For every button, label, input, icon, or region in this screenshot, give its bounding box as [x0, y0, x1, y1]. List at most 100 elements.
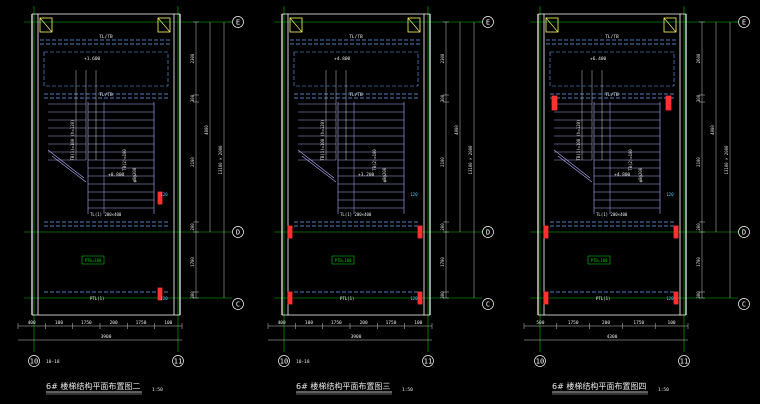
drawing-title: 6# 楼梯结构平面布置图二	[46, 381, 140, 391]
axis-bubble-mid-circle	[738, 226, 750, 238]
axis-bubble-bottom-circle	[232, 298, 244, 310]
axis-bubble-left-circle	[534, 355, 546, 367]
dim-right-value: 1700	[190, 257, 195, 267]
axis-bubble-bottom-label: C	[742, 301, 746, 309]
column-cross	[39, 17, 53, 33]
dim-value: 1750	[81, 320, 92, 326]
dim-right-value: 2100	[696, 157, 701, 167]
axis-bubble-right-circle	[172, 355, 184, 367]
dim-right-value: 2100	[190, 157, 195, 167]
beam-bottom-note: PTL(1)	[340, 296, 354, 301]
red-column-mark	[673, 225, 679, 239]
slab-box-label: PTB=100	[591, 258, 608, 263]
dim-value: 400	[278, 320, 286, 326]
rebar-note: φ8@200	[382, 167, 387, 182]
stair-diagonal	[557, 155, 593, 183]
rebar-note: φ8@200	[132, 167, 137, 182]
red-column-mark	[543, 225, 549, 239]
dim-far-right: 13100 × 2000	[218, 145, 223, 174]
dim-right-total: 4000	[454, 125, 459, 135]
column-cross	[157, 17, 171, 33]
dim-value: 1750	[386, 320, 397, 326]
level-mid: +0.800	[108, 172, 125, 178]
axis-bubble-mid-label: D	[742, 229, 746, 237]
column-cross	[289, 17, 303, 33]
axis-bubble-top-label: E	[236, 19, 240, 27]
axis-bubble-left-label: 10	[280, 358, 288, 366]
beam-label: TL/TB	[349, 34, 363, 40]
stair-diagonal	[47, 149, 85, 179]
dim-right-total: 4000	[204, 125, 209, 135]
column-top-right	[663, 17, 677, 33]
axis-left-sub: 10-18	[46, 359, 60, 365]
rebar-note: φ8@200	[638, 167, 643, 182]
stair-slab-note: TB(1)=100 (h=120)	[320, 120, 325, 161]
stair-slab-note: TB(1)=100 (h=120)	[70, 120, 75, 161]
axis-bubble-right-label: 11	[424, 358, 432, 366]
stair-diagonal	[553, 149, 591, 179]
level-top: +6.400	[590, 56, 607, 62]
red-column-mark	[157, 191, 163, 205]
red-column-mark	[551, 95, 558, 111]
beam-bottom-note: PTL(1)	[90, 296, 104, 301]
axis-bubble-right-label: 11	[680, 358, 688, 366]
landing-frame	[293, 51, 419, 87]
axis-bubble-top-label: E	[486, 19, 490, 27]
red-column-mark	[287, 225, 293, 239]
red-column-mark	[157, 287, 163, 301]
dim-right-value: 300	[440, 94, 445, 102]
column-top-left	[289, 17, 303, 33]
drawing-scale: 1:50	[658, 387, 669, 393]
axis-bubble-left-circle	[28, 355, 40, 367]
drawing-scale: 1:50	[152, 387, 163, 393]
red-column-mark	[287, 291, 293, 305]
dim-right-value: 200	[696, 223, 701, 231]
beam-note: TL(1) 200×400	[340, 212, 372, 217]
red-column-mark	[673, 291, 679, 305]
axis-bubble-mid-label: D	[486, 229, 490, 237]
cyan-note: 120	[160, 296, 168, 301]
column-cross	[407, 17, 421, 33]
dim-right-total: 4000	[710, 125, 715, 135]
slab-box	[331, 255, 355, 265]
dim-value: 500	[536, 320, 544, 326]
dim-value: 100	[668, 320, 676, 326]
dim-value: 200	[360, 320, 368, 326]
dim-right-value: 2100	[440, 157, 445, 167]
axis-bubble-top-label: E	[742, 19, 746, 27]
dim-value: 200	[110, 320, 118, 326]
stair-slab-note: TB(2)=100	[122, 149, 127, 171]
dim-total: 4300	[607, 334, 618, 340]
axis-bubble-mid-circle	[482, 226, 494, 238]
axis-bubble-left-circle	[278, 355, 290, 367]
dim-value: 100	[55, 320, 63, 326]
axis-bubble-right-circle	[678, 355, 690, 367]
dim-right-value: 300	[190, 291, 195, 299]
dim-right-value: 2300	[440, 53, 445, 63]
level-mid: +3.200	[358, 172, 375, 178]
axis-bubble-bottom-circle	[482, 298, 494, 310]
drawing-scale: 1:50	[402, 387, 413, 393]
dim-value: 1750	[633, 320, 644, 326]
cyan-note: 120	[410, 192, 418, 197]
axis-bubble-right-circle	[422, 355, 434, 367]
slab-box	[587, 255, 611, 265]
red-column-mark	[417, 291, 423, 305]
red-column-mark	[665, 95, 672, 111]
dim-right-value: 1700	[440, 257, 445, 267]
column-top-left	[39, 17, 53, 33]
beam-note: TL(1) 200×400	[90, 212, 122, 217]
stair-slab-note: TB(2)=100	[628, 149, 633, 171]
slab-box-label: PTB=100	[85, 258, 102, 263]
drawing-title: 6# 楼梯结构平面布置图四	[552, 381, 646, 391]
dim-right-value: 2600	[696, 53, 701, 63]
landing-frame	[549, 51, 675, 87]
dim-value: 1750	[331, 320, 342, 326]
axis-bubble-mid-label: D	[236, 229, 240, 237]
dim-far-right: 13100 × 2000	[468, 145, 473, 174]
landing-frame	[43, 51, 169, 87]
